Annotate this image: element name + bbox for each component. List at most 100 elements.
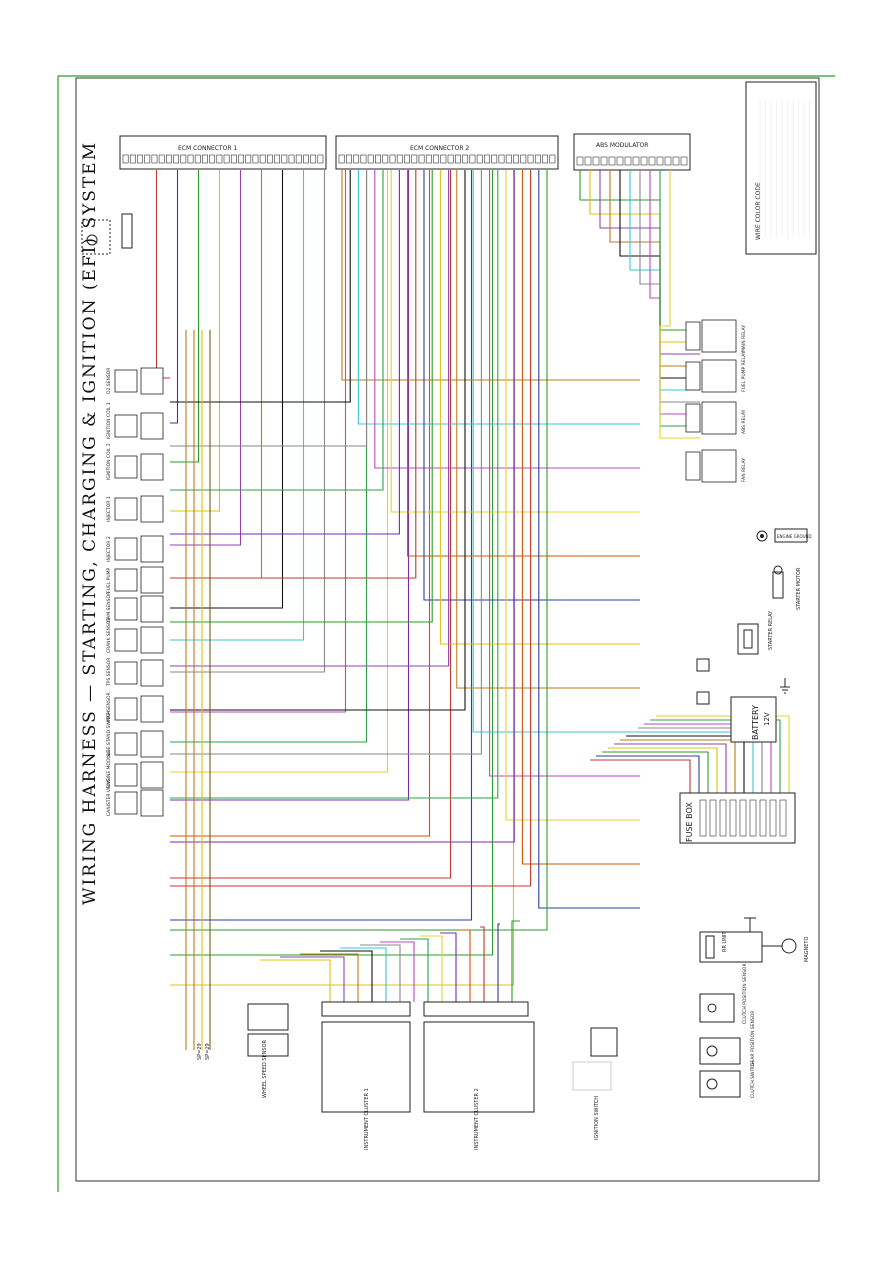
wire xyxy=(170,170,433,623)
connector-pin xyxy=(274,154,281,164)
ecm-connector-1-label: ECM CONNECTOR 1 xyxy=(178,145,237,152)
component-body xyxy=(114,763,138,787)
engine-ground-label: ENGINE GROUND xyxy=(777,534,812,539)
gear-position-sensor-label: GEAR POSITION SENSOR xyxy=(750,1011,756,1066)
wire xyxy=(170,170,450,667)
wire xyxy=(608,747,718,793)
component-connector xyxy=(140,495,164,523)
fuse xyxy=(749,799,757,837)
clutch-position-sensor: CLUTCH POSITION SENSOR xyxy=(699,963,748,1024)
connector-pin xyxy=(165,154,172,164)
connector-pin xyxy=(404,154,410,164)
relay-connector xyxy=(685,451,701,481)
wire xyxy=(170,170,494,956)
fuse xyxy=(719,799,727,837)
instrument-cluster-2-label: INSTRUMENT CLUSTER 2 xyxy=(474,1088,480,1150)
connector-pin xyxy=(158,154,165,164)
connector-pin xyxy=(389,154,396,164)
wire xyxy=(170,170,482,755)
connector-pin xyxy=(252,154,259,164)
connector-pin xyxy=(624,156,632,166)
wire xyxy=(439,170,640,645)
component-body xyxy=(114,414,138,438)
component-label: CANISTER VALVE xyxy=(106,778,112,816)
connector-pin xyxy=(454,154,461,164)
connector-pin xyxy=(411,154,418,164)
connector-pin xyxy=(375,154,381,164)
fuse xyxy=(709,799,717,837)
connector-pin xyxy=(440,154,447,164)
wire xyxy=(357,170,640,425)
relay-body xyxy=(701,359,737,393)
gear-position-sensor: GEAR POSITION SENSOR xyxy=(699,1011,756,1066)
wire xyxy=(320,950,373,1002)
wire xyxy=(170,170,515,843)
component-connector xyxy=(140,412,164,440)
ignition-switch: IGNITION SWITCH xyxy=(572,1027,618,1140)
connector-pin xyxy=(396,154,403,164)
wire xyxy=(456,170,640,689)
component-connector xyxy=(140,367,164,395)
fuse xyxy=(779,799,787,837)
connector-pin xyxy=(180,154,187,164)
component-label: CAM SENSOR xyxy=(106,592,112,622)
connector-pin xyxy=(259,154,266,164)
battery: BATTERY 12V xyxy=(730,678,790,743)
wire xyxy=(170,170,326,673)
component-connector xyxy=(140,535,164,563)
connector-pin xyxy=(230,154,237,164)
ecm-connector-2: ECM CONNECTOR 2 xyxy=(335,135,559,170)
wire xyxy=(340,947,387,1002)
wire xyxy=(614,743,727,793)
relay-label: ABS RELAY xyxy=(741,409,747,434)
connector-pin xyxy=(425,154,432,164)
connector-pin xyxy=(616,156,624,166)
wire xyxy=(170,170,284,609)
relay-body xyxy=(701,401,737,435)
connector-pin xyxy=(632,156,640,166)
connector-pin xyxy=(549,154,556,164)
clutch-position-sensor-label: CLUTCH POSITION SENSOR xyxy=(742,963,748,1024)
wire xyxy=(170,170,499,799)
component-label: O2 SENSOR xyxy=(106,368,112,394)
connector-pin xyxy=(447,154,454,164)
wire xyxy=(280,956,345,1002)
component-body xyxy=(114,537,138,561)
component-label: MAP SENSOR xyxy=(106,692,112,722)
connector-pin xyxy=(584,156,592,166)
ecm-connector-1: ECM CONNECTOR 1 xyxy=(119,135,327,170)
connector-pin xyxy=(367,154,374,164)
component-body xyxy=(114,597,138,621)
wire xyxy=(656,715,790,793)
wire xyxy=(170,170,351,403)
component-connector xyxy=(140,730,164,758)
connector-pin xyxy=(151,154,158,164)
wire xyxy=(521,170,640,865)
wire xyxy=(505,170,640,821)
wire xyxy=(170,170,400,535)
connector-pin xyxy=(317,154,324,164)
wire xyxy=(170,170,200,463)
connector-pin xyxy=(345,154,352,164)
diagram-title: WIRING HARNESS — STARTING, CHARGING & IG… xyxy=(80,141,100,905)
ecm-connector-2-label: ECM CONNECTOR 2 xyxy=(410,145,469,152)
connector-pin xyxy=(664,156,672,166)
wire xyxy=(170,170,431,837)
clutch-switch: CLUTCH SWITCH xyxy=(699,1061,756,1098)
connector-pin xyxy=(648,156,656,166)
connector-pin xyxy=(498,154,505,164)
connector-pin xyxy=(527,154,534,164)
wire xyxy=(260,959,331,1002)
relay-body xyxy=(701,449,737,483)
magneto-label: MAGNETO xyxy=(804,937,810,962)
wheel-speed-sensor-label: WHEEL SPEED SENSOR xyxy=(262,1039,268,1098)
component-label: FUEL PUMP xyxy=(106,567,112,593)
wire xyxy=(374,170,640,469)
starter-relay-label: STARTER RELAY xyxy=(768,610,774,650)
wire xyxy=(170,170,417,579)
connector-pin xyxy=(505,154,512,164)
connector-pin xyxy=(295,154,302,164)
relay-connector xyxy=(685,321,701,351)
wheel-speed-sensor: WHEEL SPEED SENSOR xyxy=(247,1003,289,1098)
